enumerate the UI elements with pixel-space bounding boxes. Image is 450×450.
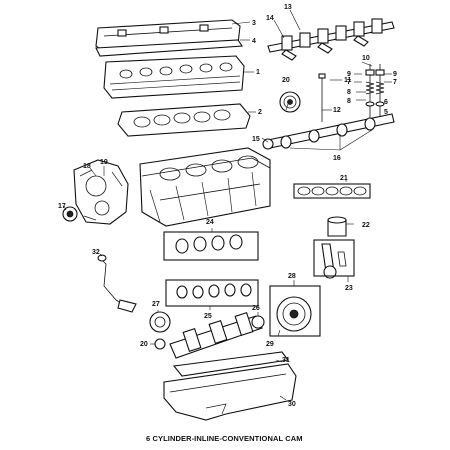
callout-30: 30: [288, 401, 296, 408]
callout-10: 10: [362, 55, 370, 62]
callout-11: 11: [344, 77, 352, 84]
dipstick: [97, 254, 137, 313]
diagram-caption: 6 CYLINDER-INLINE-CONVENTIONAL CAM: [146, 434, 303, 443]
crankshaft: [169, 311, 265, 359]
crank-gear: [149, 311, 171, 333]
callout-14: 14: [266, 15, 274, 22]
oil-pan-gasket: [172, 351, 289, 377]
callout-15: 15: [252, 136, 260, 143]
callout-7b: 7: [393, 79, 397, 86]
callout-23: 23: [345, 285, 353, 292]
callout-20b: 20: [140, 341, 148, 348]
callout-32: 32: [92, 249, 100, 256]
callout-5: 5: [384, 109, 388, 116]
callout-9b: 9: [393, 71, 397, 78]
valve-train: [318, 64, 385, 122]
callout-12: 12: [333, 107, 341, 114]
oil-pan: [163, 363, 297, 421]
callout-18: 18: [83, 163, 91, 170]
main-bearings: [163, 231, 259, 261]
callout-numbers: 1 2 3 4 5 6 7 7 8 8 9 9 10 11 12 13 14 1…: [58, 4, 397, 408]
callout-24: 24: [206, 219, 214, 226]
callout-16: 16: [333, 155, 341, 162]
callout-19: 19: [100, 159, 108, 166]
timing-gear: [279, 91, 301, 113]
camshaft: [262, 113, 395, 150]
callout-21: 21: [340, 175, 348, 182]
piston-rod: [313, 216, 355, 279]
rocker-shaft-assembly: [267, 18, 395, 61]
harmonic-balancer: [269, 285, 321, 337]
callout-22: 22: [362, 222, 370, 229]
callout-20a: 20: [282, 77, 290, 84]
callout-31: 31: [282, 357, 290, 364]
callout-26: 26: [252, 305, 260, 312]
callout-1: 1: [256, 69, 260, 76]
callout-29: 29: [266, 341, 274, 348]
callout-8a: 8: [347, 89, 351, 96]
leader-lines: [63, 9, 392, 401]
callout-8b: 8: [347, 98, 351, 105]
callout-7a: 7: [347, 79, 351, 86]
piston-rings: [293, 183, 371, 199]
front-seal: [62, 206, 78, 222]
head-gasket: [117, 103, 251, 137]
callout-9a: 9: [347, 71, 351, 78]
valve-cover: [95, 19, 243, 57]
engine-block: [139, 147, 271, 227]
rod-bearings: [165, 279, 259, 307]
callout-27: 27: [152, 301, 160, 308]
callout-13: 13: [284, 4, 292, 11]
crank-pulley-key: [154, 338, 166, 350]
callout-3: 3: [252, 20, 256, 27]
callout-28: 28: [288, 273, 296, 280]
callout-4: 4: [252, 38, 256, 45]
callout-6: 6: [384, 99, 388, 106]
callout-25: 25: [204, 313, 212, 320]
callout-17: 17: [58, 203, 66, 210]
callout-2: 2: [258, 109, 262, 116]
cylinder-head: [103, 55, 245, 99]
timing-cover: [73, 159, 129, 225]
